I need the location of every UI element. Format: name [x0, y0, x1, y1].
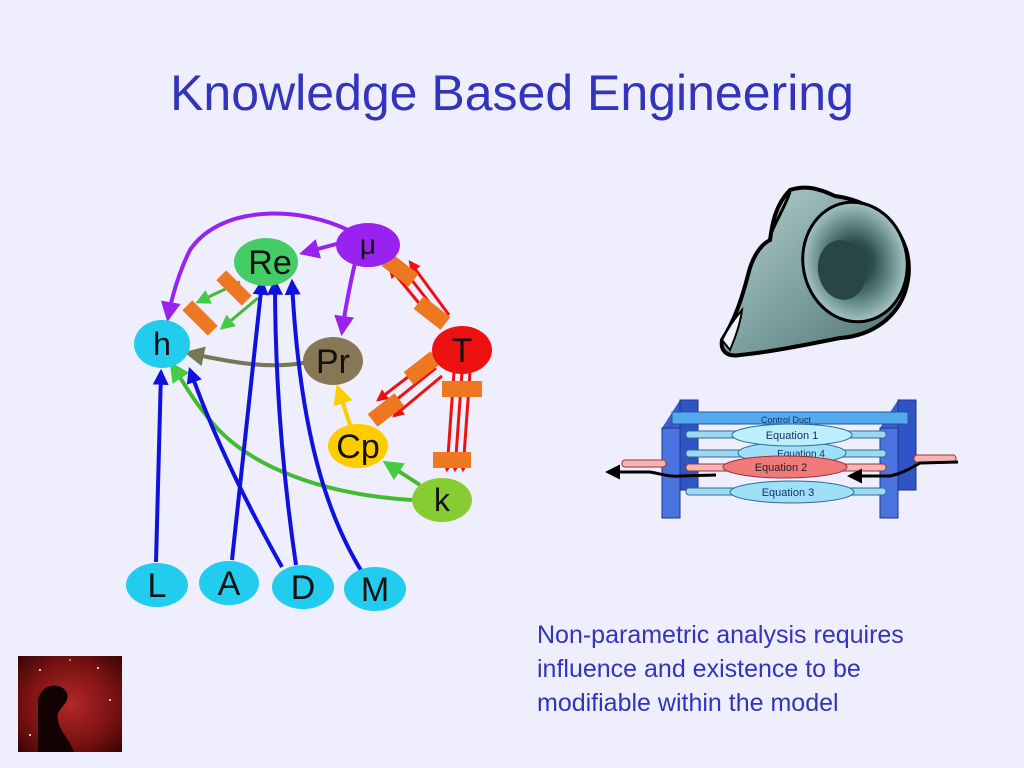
node-label: D	[291, 569, 316, 607]
flow-arrow-in	[847, 460, 959, 484]
equation-1-label: Equation 1	[766, 430, 819, 442]
equation-4-label: Equation 4	[777, 449, 825, 460]
node-cp: Cp	[328, 424, 388, 468]
node-label: μ	[360, 229, 376, 260]
edge-l-h	[152, 368, 169, 563]
node-m: M	[344, 567, 406, 611]
node-label: M	[361, 571, 389, 609]
edge-d-re	[267, 278, 298, 566]
edge-mu-h	[160, 211, 353, 322]
node-d: D	[272, 565, 334, 609]
graph-edges	[152, 211, 482, 574]
node-label: A	[218, 565, 241, 603]
node-k: k	[412, 478, 472, 522]
node-label: k	[434, 482, 451, 518]
node-t: T	[432, 326, 492, 374]
caption-line-3: modifiable within the model	[537, 689, 839, 717]
edge-mu-pr	[334, 262, 357, 336]
node-label: Cp	[336, 428, 379, 466]
slide-title: Knowledge Based Engineering	[170, 65, 854, 121]
nebula-image	[18, 656, 122, 752]
edge-k-cp	[382, 460, 422, 487]
caption-line-1: Non-parametric analysis requires	[537, 621, 904, 649]
node-label: h	[153, 326, 171, 362]
node-h: h	[134, 320, 190, 368]
equation-2-label: Equation 2	[755, 462, 808, 474]
control-duct-schematic: Control Duct Equation 4 Equation 1 Equat…	[605, 399, 959, 519]
equation-3-label: Equation 3	[762, 487, 815, 499]
caption-line-2: influence and existence to be	[537, 655, 861, 683]
edge-re-h	[182, 270, 259, 336]
node-label: L	[148, 567, 167, 605]
edge-t-cp	[367, 351, 443, 427]
edge-t-k	[433, 371, 482, 473]
node-label: Pr	[316, 343, 350, 381]
node-pr: Pr	[303, 337, 363, 385]
edge-t-mu	[381, 253, 451, 330]
node-label: T	[452, 332, 473, 370]
edge-m-re	[284, 278, 364, 574]
caption-text: Non-parametric analysis requires influen…	[537, 618, 977, 720]
flow-arrow-out	[605, 464, 717, 480]
node-re: Re	[234, 238, 298, 286]
edge-pr-h	[184, 346, 309, 368]
nozzle-illustration	[719, 185, 911, 358]
edge-cp-pr	[333, 384, 353, 426]
graph-nodes: μ Re h Pr T Cp k L	[126, 223, 492, 611]
node-label: Re	[248, 244, 291, 282]
duct-label: Control Duct	[761, 415, 812, 425]
node-mu: μ	[336, 223, 400, 267]
node-l: L	[126, 563, 188, 607]
edge-k-h	[169, 361, 413, 502]
edge-d-h	[186, 366, 284, 568]
node-a: A	[199, 561, 259, 605]
edge-a-re	[230, 278, 269, 561]
edge-mu-re	[299, 239, 341, 259]
